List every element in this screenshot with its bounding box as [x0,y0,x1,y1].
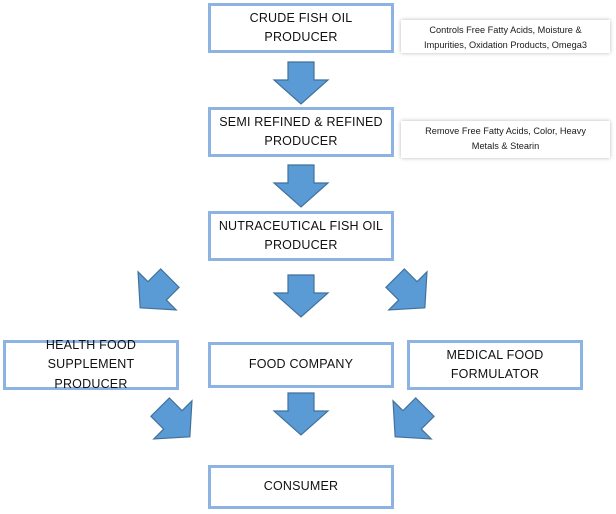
node-label-line1: NUTRACEUTICAL FISH OIL [218,218,384,233]
note-refined-removes: Remove Free Fatty Acids, Color, Heavy Me… [401,121,610,158]
node-refined-producer: SEMI REFINED & REFINED PRODUCER [208,107,394,157]
note-line1: Remove Free Fatty Acids, Color, Heavy [425,126,586,136]
arrow-nutra-to-health [137,268,180,311]
node-label-line1: CONSUMER [263,479,339,494]
arrow-crude-to-refined [272,61,330,105]
note-line2: Impurities, Oxidation Products, Omega3 [424,39,587,50]
node-crude-fish-oil-producer: CRUDE FISH OIL PRODUCER [208,3,394,53]
arrow-food-to-consumer [272,392,330,436]
arrow-nutra-to-food [272,274,330,318]
node-consumer: CONSUMER [208,465,394,509]
note-line1: Controls Free Fatty Acids, Moisture & [429,25,582,35]
node-label-line1: CRUDE FISH OIL [249,10,353,25]
node-label-line1: MEDICAL FOOD [446,347,544,362]
node-label-line2: PRODUCER [264,30,338,44]
node-label-line2: PRODUCER [264,238,338,252]
arrow-health-to-consumer [150,397,193,440]
node-nutraceutical-producer: NUTRACEUTICAL FISH OIL PRODUCER [208,211,394,261]
note-crude-controls: Controls Free Fatty Acids, Moisture & Im… [401,20,610,53]
node-label-line2: FORMULATOR [450,367,540,381]
arrow-refined-to-nutra [272,164,330,208]
node-label-line1: FOOD COMPANY [248,357,354,372]
node-food-company: FOOD COMPANY [208,342,394,388]
arrow-medical-to-consumer [392,397,435,440]
node-label-line1: SEMI REFINED & REFINED [219,114,383,129]
node-label-line2: PRODUCER [264,134,338,148]
note-line2: Metals & Stearin [471,140,540,151]
arrow-nutra-to-medical [385,268,428,311]
node-label-line1: HEALTH FOOD [45,337,137,352]
node-label-line2: SUPPLEMENT PRODUCER [47,357,135,391]
node-health-food-producer: HEALTH FOOD SUPPLEMENT PRODUCER [3,337,179,391]
node-medical-food-formulator: MEDICAL FOOD FORMULATOR [407,340,583,390]
